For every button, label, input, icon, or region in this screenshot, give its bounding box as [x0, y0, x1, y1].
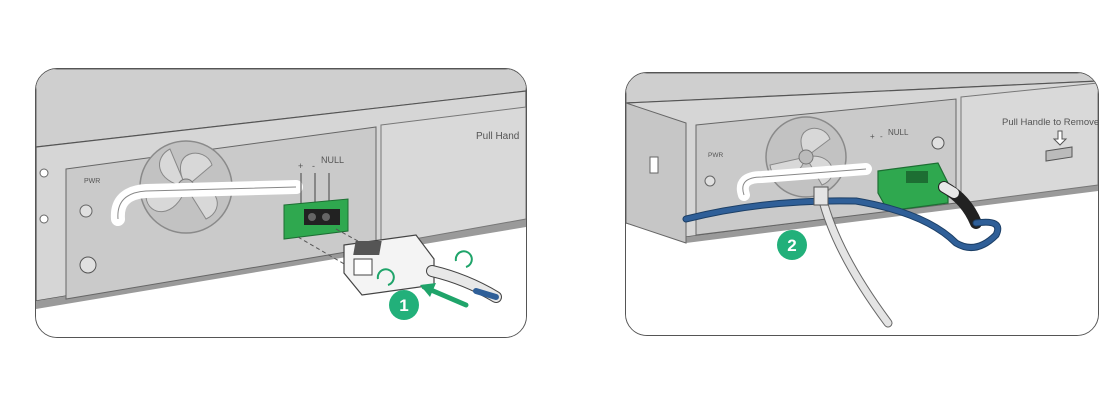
- step-badge: [777, 230, 807, 260]
- rotate-arrow-icon: [454, 250, 473, 268]
- handle-text: Pull Hand: [476, 131, 519, 142]
- cable-tie: [818, 193, 892, 327]
- step-1-panel: Pull Hand PWR + - NULL: [35, 68, 527, 338]
- terminal-null-label: NULL: [888, 128, 909, 137]
- step-badge: [389, 290, 419, 320]
- terminal-null-label: NULL: [321, 155, 344, 165]
- captive-screw-icon: [79, 256, 97, 274]
- chassis-bottom-edge: [686, 185, 1098, 243]
- step-1-illustration: Pull Hand PWR + - NULL: [36, 69, 526, 337]
- adjacent-slot: [960, 82, 1098, 204]
- adjacent-slot: [380, 106, 526, 246]
- step-number: 2: [787, 236, 796, 255]
- down-arrow-icon: [1052, 130, 1068, 146]
- step-number: 1: [399, 296, 408, 315]
- captive-screw-icon: [931, 136, 945, 150]
- terminal-plus-label: +: [870, 132, 875, 141]
- rotate-arrow-icon: [376, 268, 395, 286]
- terminal-minus-label: -: [312, 161, 315, 171]
- pull-handle: [1045, 146, 1073, 162]
- chassis-top: [36, 69, 526, 148]
- screw-icon: [79, 204, 93, 218]
- module-label: PWR: [708, 152, 723, 159]
- screw-icon: [704, 175, 716, 187]
- mount-hole: [39, 214, 49, 224]
- mount-hole: [39, 168, 49, 178]
- terminal-plus-label: +: [298, 161, 303, 171]
- fan-icon: [765, 116, 847, 198]
- chassis-top: [626, 73, 1098, 104]
- terminal-minus-label: -: [880, 132, 883, 141]
- handle-text: Pull Handle to Remove: [1002, 117, 1098, 128]
- module-label: PWR: [84, 178, 100, 185]
- dc-power-plug: [343, 234, 435, 296]
- step-2-illustration: Pull Handle to Remove PWR + - NULL: [626, 73, 1098, 335]
- power-cable: [683, 198, 1001, 250]
- dc-power-plug: [877, 162, 949, 212]
- step-2-panel: Pull Handle to Remove PWR + - NULL: [625, 72, 1099, 336]
